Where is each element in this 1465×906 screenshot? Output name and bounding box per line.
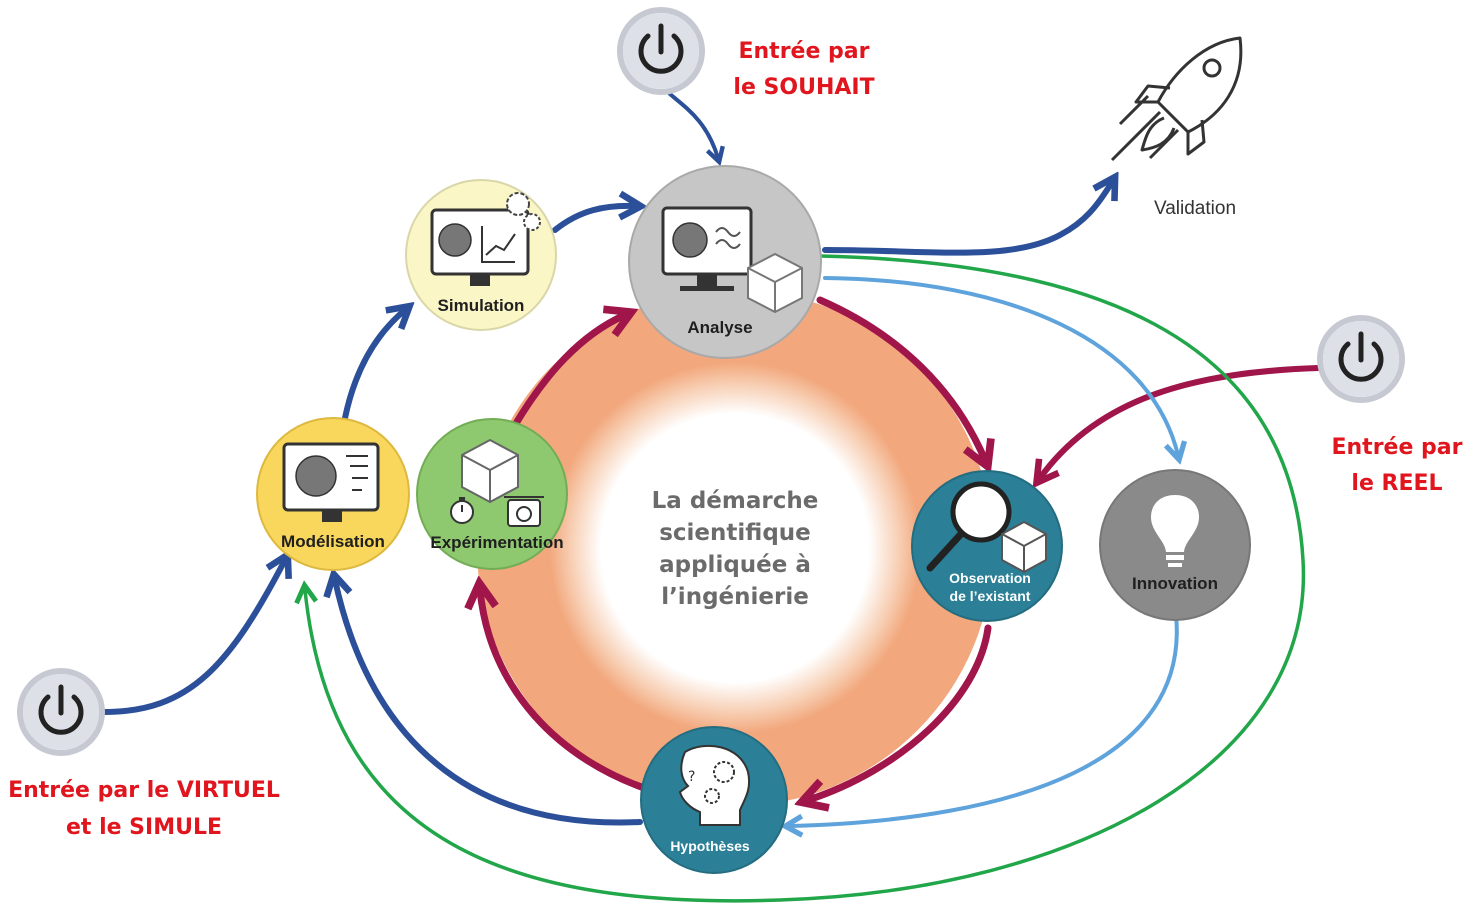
node-innovation-label: Innovation: [1132, 574, 1218, 593]
node-experimentation[interactable]: Expérimentation: [416, 418, 568, 570]
cube-icon: [747, 252, 803, 314]
power-button-virtuel[interactable]: [17, 668, 105, 756]
entry-reel-line2: le REEL: [1351, 471, 1442, 496]
center-title-line3: appliquée à: [659, 552, 811, 578]
node-observation[interactable]: Observation de l’existant: [911, 470, 1063, 622]
entry-souhait-line2: le SOUHAIT: [733, 75, 874, 100]
monitor-icon: [282, 442, 380, 522]
center-title-line4: l’ingénierie: [661, 584, 809, 610]
entry-reel-line1: Entrée par: [1331, 435, 1462, 460]
node-observation-label-1: Observation: [949, 570, 1031, 586]
cube-icon: [1001, 520, 1047, 574]
power-button-reel[interactable]: [1317, 315, 1405, 403]
green-loop-analyse-to-modelisation: [305, 254, 1306, 903]
node-analyse[interactable]: Analyse: [628, 165, 822, 359]
arrow-souhait-to-analyse: [658, 83, 718, 158]
svg-text:?: ?: [688, 769, 695, 785]
monitor-icon: [430, 208, 530, 286]
node-simulation-label: Simulation: [438, 296, 525, 315]
arrow-experimentation-to-analyse: [511, 315, 625, 429]
power-button-souhait[interactable]: [617, 7, 705, 95]
arrow-modelisation-to-simulation: [342, 310, 405, 421]
entry-virtuel-line2: et le SIMULE: [66, 815, 222, 840]
arrow-innovation-to-hypotheses: [790, 613, 1179, 826]
node-simulation[interactable]: Simulation: [405, 179, 557, 331]
center-title-line2: scientifique: [659, 520, 811, 546]
cube-icon: [461, 438, 519, 504]
node-hypotheses-label: Hypothèses: [670, 838, 750, 854]
power-icon: [38, 684, 84, 735]
arrow-reel-to-observation: [1040, 365, 1321, 478]
node-observation-label-2: de l’existant: [950, 588, 1031, 604]
arrow-observation-to-hypotheses: [808, 624, 992, 800]
arrow-analyse-to-observation: [816, 296, 985, 460]
stopwatch-icon: [450, 497, 474, 524]
node-modelisation-label: Modélisation: [281, 532, 385, 551]
scale-icon: [504, 496, 544, 527]
center-title-line1: La démarche: [652, 488, 819, 514]
head-gears-icon: ?: [678, 744, 750, 826]
arrow-analyse-to-validation: [822, 182, 1112, 256]
arrow-simulation-to-analyse: [552, 206, 635, 233]
power-icon: [1338, 331, 1384, 382]
node-hypotheses[interactable]: ? Hypothèses: [640, 726, 788, 874]
lightbulb-icon: [1150, 495, 1200, 567]
node-analyse-label: Analyse: [687, 318, 752, 337]
arrow-hypotheses-to-modelisation: [335, 580, 643, 826]
power-icon: [638, 23, 684, 74]
rocket-icon: [1110, 36, 1243, 162]
arrow-virtuel-to-modelisation: [101, 560, 285, 715]
magnifier-icon: [926, 481, 1012, 572]
central-ring: [477, 290, 993, 806]
node-innovation[interactable]: Innovation: [1099, 469, 1251, 621]
monitor-icon: [661, 206, 753, 291]
gear-icon: [506, 192, 541, 231]
validation-group[interactable]: Validation: [1110, 36, 1243, 219]
validation-label: Validation: [1154, 198, 1236, 219]
entry-souhait-line1: Entrée par: [738, 39, 869, 64]
node-modelisation[interactable]: Modélisation: [256, 417, 410, 571]
arrow-analyse-to-innovation: [823, 276, 1178, 455]
arrow-hypotheses-to-experimentation: [480, 590, 654, 794]
entry-virtuel-line1: Entrée par le VIRTUEL: [8, 778, 280, 803]
node-experimentation-label: Expérimentation: [430, 533, 563, 552]
